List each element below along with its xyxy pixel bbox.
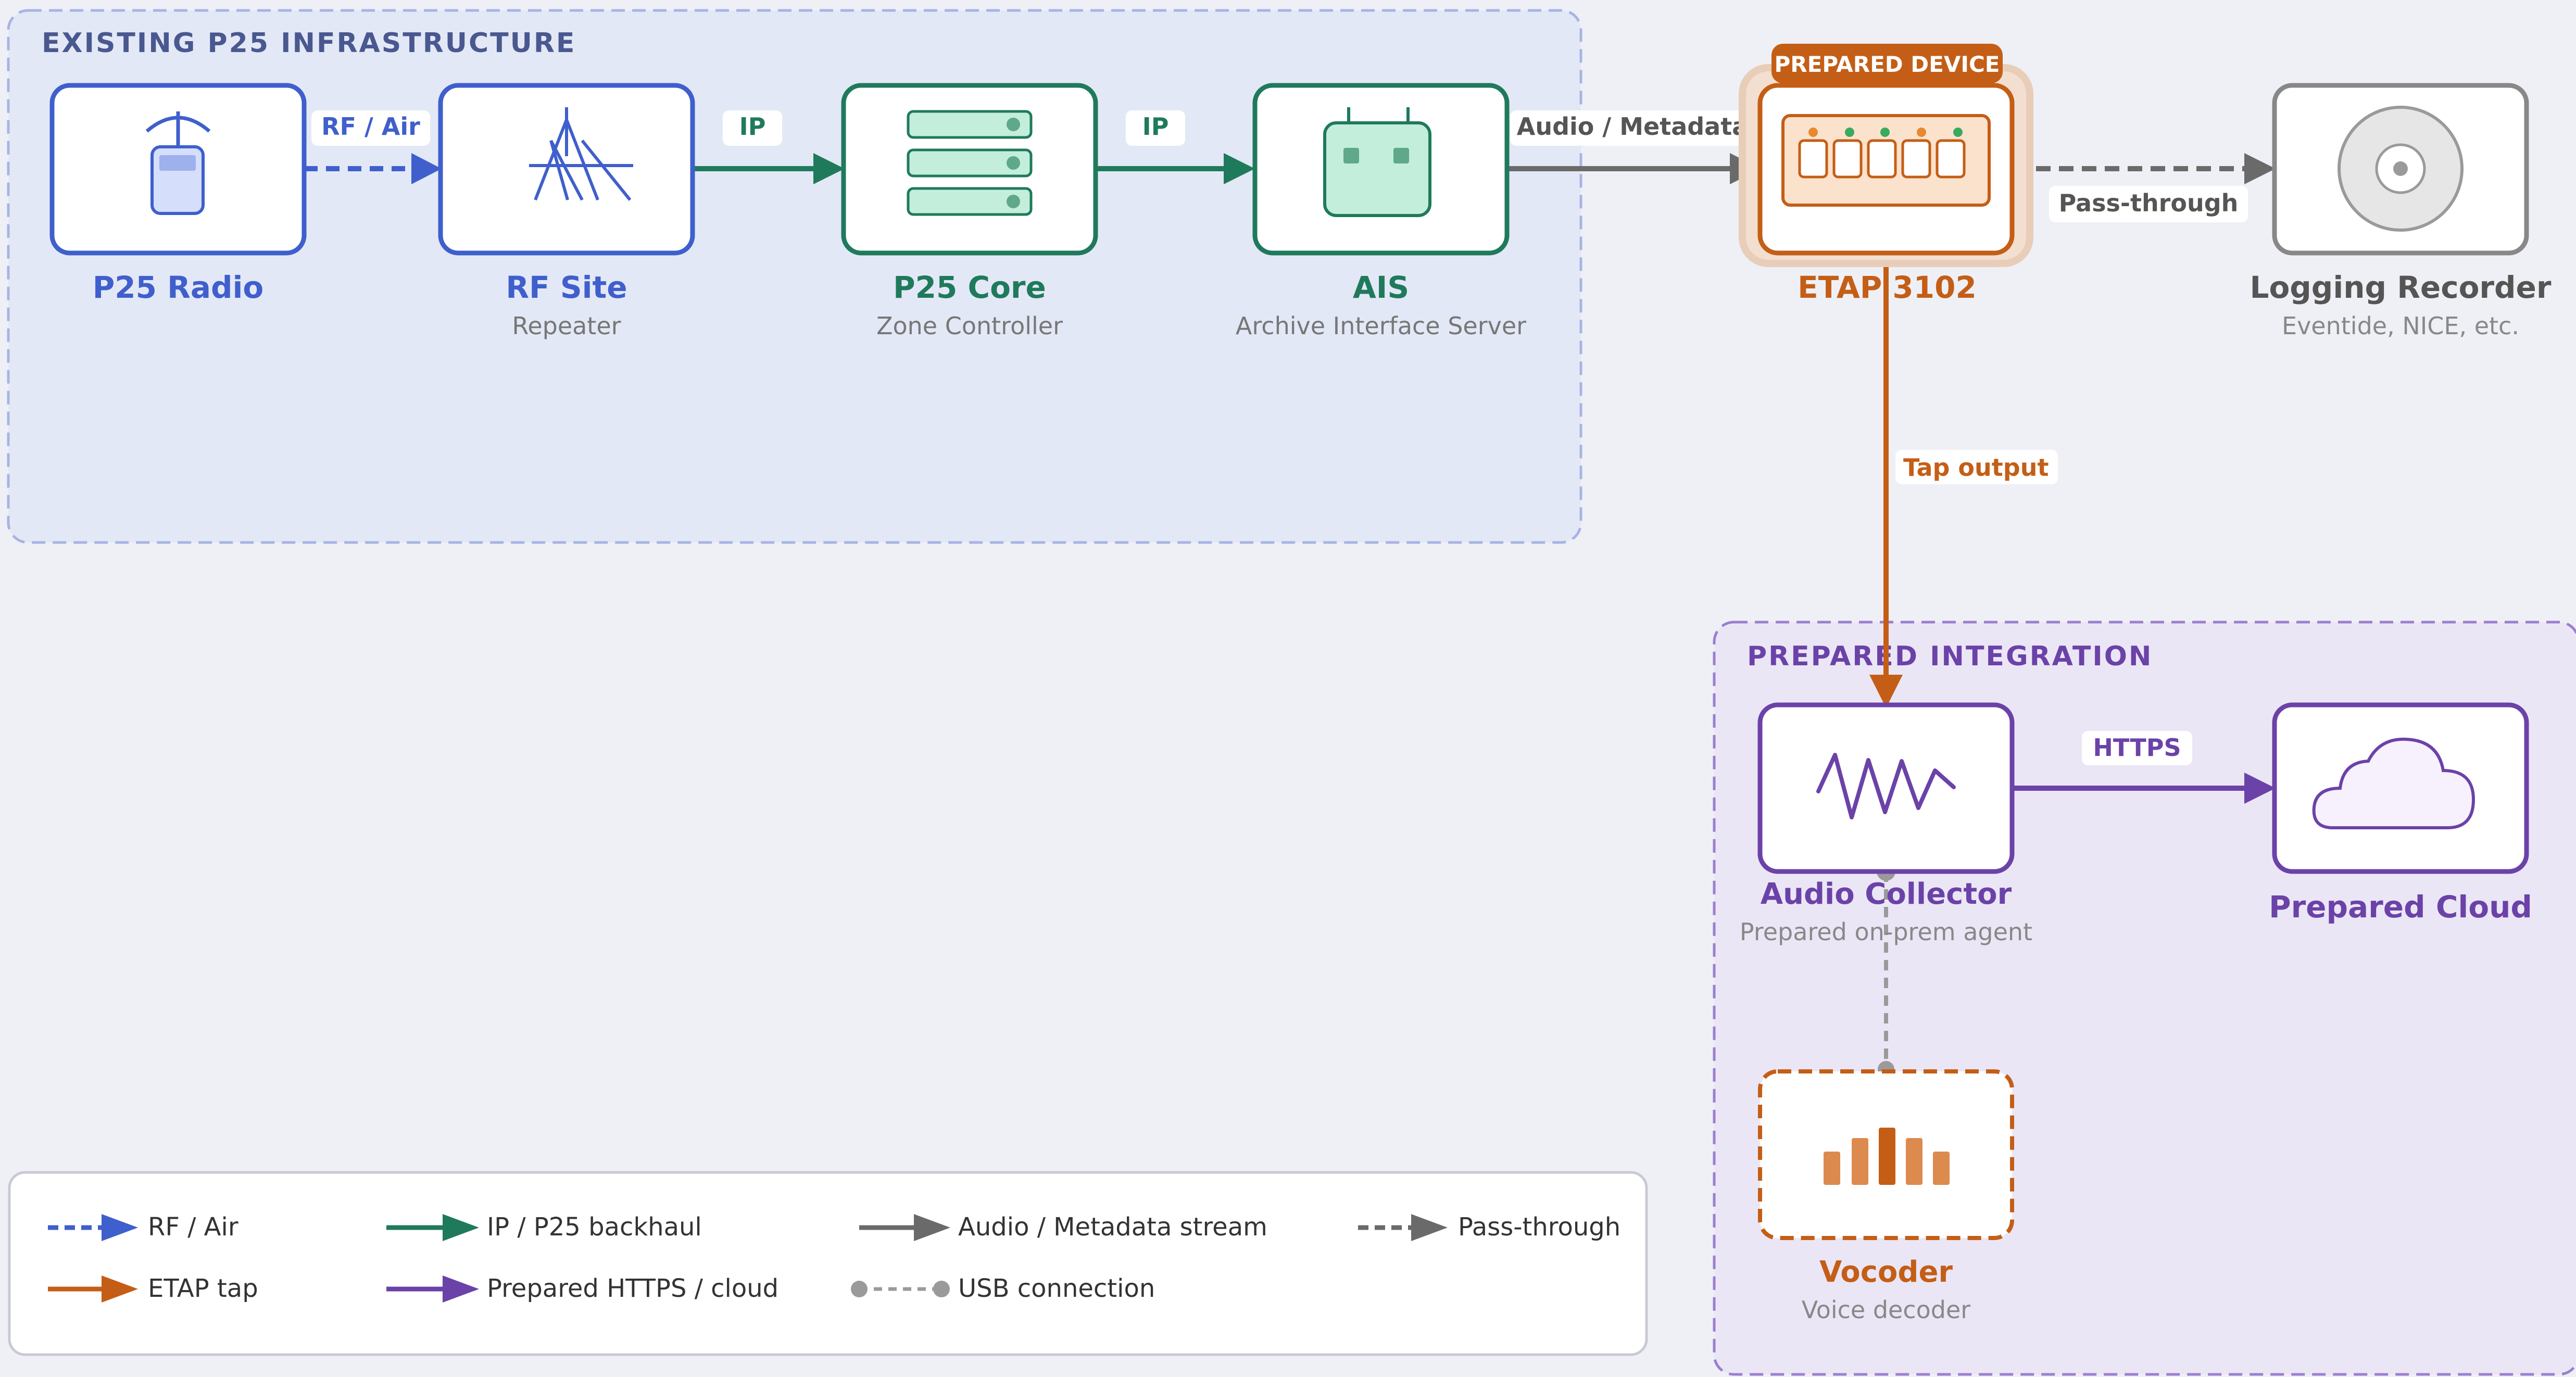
edge-collector-cloud: HTTPS <box>2013 731 2276 804</box>
node-subtitle: Eventide, NICE, etc. <box>2282 312 2519 340</box>
edge-radio-rf: RF / Air <box>304 110 442 184</box>
radio-icon <box>145 111 211 215</box>
edge-core-ais: IP <box>1096 110 1255 184</box>
node-subtitle: Prepared on-prem agent <box>1740 918 2032 946</box>
network-tap-icon <box>1781 114 1991 207</box>
node-title: Prepared Cloud <box>2269 889 2532 925</box>
node-etap-3102[interactable]: PREPARED DEVICE ETAP 3102 <box>1739 44 2033 305</box>
edge-rf-core: IP <box>693 110 845 184</box>
legend-label: USB connection <box>958 1274 1155 1303</box>
legend-item-ip: IP / P25 backhaul <box>386 1212 702 1242</box>
node-p25-radio[interactable]: P25 Radio <box>49 83 307 305</box>
edge-label-ip-2: IP <box>1142 112 1169 141</box>
edge-ais-etap: Audio / Metadata <box>1506 110 1761 184</box>
node-title: RF Site <box>506 270 627 305</box>
legend-label: Audio / Metadata stream <box>958 1212 1267 1242</box>
node-audio-collector[interactable]: Audio Collector Prepared on-prem agent <box>1740 702 2032 946</box>
edge-etap-collector: Tap output <box>1869 255 2058 708</box>
legend-item-https: Prepared HTTPS / cloud <box>386 1274 778 1303</box>
legend-item-tap: ETAP tap <box>48 1274 258 1303</box>
node-ais[interactable]: AIS Archive Interface Server <box>1236 83 1526 340</box>
edge-label-rf-air: RF / Air <box>321 112 420 141</box>
legend: RF / Air IP / P25 backhaul Audio / Metad… <box>8 1171 1648 1356</box>
group-integration-label: PREPARED INTEGRATION <box>1747 641 2153 672</box>
node-subtitle: Voice decoder <box>1802 1296 1970 1324</box>
edge-label-audio-metadata: Audio / Metadata <box>1517 112 1748 141</box>
node-rf-site[interactable]: RF Site Repeater <box>438 83 695 340</box>
node-title: P25 Radio <box>93 270 263 305</box>
legend-item-audio: Audio / Metadata stream <box>859 1212 1267 1242</box>
node-subtitle: Archive Interface Server <box>1236 312 1526 340</box>
device-icon <box>1323 107 1431 217</box>
node-vocoder[interactable]: Vocoder Voice decoder <box>1758 1069 2014 1324</box>
prepared-device-badge <box>1771 44 2003 83</box>
edge-label-ip-1: IP <box>739 112 766 141</box>
node-logging-recorder[interactable]: Logging Recorder Eventide, NICE, etc. <box>2250 83 2552 340</box>
group-existing-label: EXISTING P25 INFRASTRUCTURE <box>42 28 576 59</box>
legend-label: IP / P25 backhaul <box>487 1212 702 1242</box>
node-title: ETAP 3102 <box>1798 270 1977 305</box>
legend-item-rf: RF / Air <box>48 1212 238 1242</box>
legend-label: ETAP tap <box>148 1274 258 1303</box>
node-subtitle: Zone Controller <box>876 312 1063 340</box>
prepared-device-badge-label: PREPARED DEVICE <box>1775 52 2000 77</box>
waveform-icon <box>1816 753 1956 819</box>
node-title: Audio Collector <box>1761 877 2012 911</box>
edge-etap-recorder: Pass-through <box>2013 153 2276 222</box>
tower-icon <box>529 107 633 201</box>
disc-icon <box>2338 106 2464 232</box>
edge-label-pass-through: Pass-through <box>2059 189 2239 217</box>
node-p25-core[interactable]: P25 Core Zone Controller <box>841 83 1098 340</box>
legend-item-usb: USB connection <box>851 1274 1155 1303</box>
edge-label-tap-output: Tap output <box>1903 453 2049 482</box>
node-subtitle: Repeater <box>512 312 621 340</box>
node-title: Vocoder <box>1819 1255 1953 1289</box>
node-title: Logging Recorder <box>2250 270 2551 305</box>
node-title: P25 Core <box>893 270 1046 305</box>
node-title: AIS <box>1353 270 1409 305</box>
legend-label: RF / Air <box>148 1212 238 1242</box>
legend-label: Prepared HTTPS / cloud <box>487 1274 778 1303</box>
server-icon <box>907 110 1033 216</box>
edge-label-https: HTTPS <box>2093 734 2181 762</box>
equalizer-icon <box>1824 1128 1950 1185</box>
node-prepared-cloud[interactable]: Prepared Cloud <box>2269 702 2532 925</box>
legend-item-pass: Pass-through <box>1358 1212 1620 1242</box>
cloud-icon <box>2312 737 2476 829</box>
legend-label: Pass-through <box>1458 1212 1620 1242</box>
